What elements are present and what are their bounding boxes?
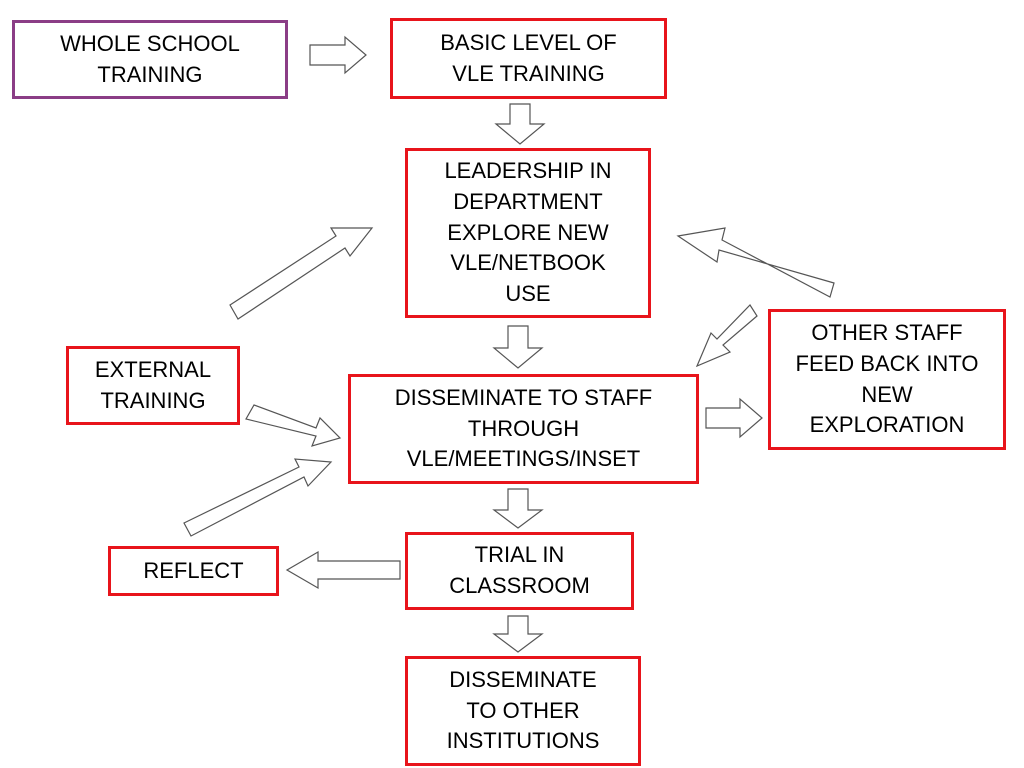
arrow-disseminate-to-trial [492, 488, 544, 529]
node-reflect: REFLECT [108, 546, 279, 596]
node-external-training: EXTERNAL TRAINING [66, 346, 240, 425]
node-whole-school-training: WHOLE SCHOOL TRAINING [12, 20, 288, 99]
arrow-trial-to-institutions [492, 615, 544, 653]
node-trial-in-classroom: TRIAL IN CLASSROOM [405, 532, 634, 610]
arrow-leadership-to-disseminate [492, 325, 544, 369]
arrow-trial-to-reflect [285, 550, 401, 590]
node-disseminate-to-other-institutions: DISSEMINATE TO OTHER INSTITUTIONS [405, 656, 641, 766]
arrow-disseminate-to-other-staff [705, 397, 763, 439]
arrow-external-to-disseminate [245, 404, 342, 447]
node-other-staff-feedback: OTHER STAFF FEED BACK INTO NEW EXPLORATI… [768, 309, 1006, 450]
node-disseminate-to-staff: DISSEMINATE TO STAFF THROUGH VLE/MEETING… [348, 374, 699, 484]
node-leadership-in-department: LEADERSHIP IN DEPARTMENT EXPLORE NEW VLE… [405, 148, 651, 318]
arrow-bottom-left-to-leadership [229, 227, 374, 320]
arrow-other-staff-to-disseminate [695, 304, 758, 368]
arrow-basic-level-to-leadership [494, 103, 546, 145]
node-basic-level-vle-training: BASIC LEVEL OF VLE TRAINING [390, 18, 667, 99]
arrow-other-staff-to-leadership [676, 227, 835, 298]
arrow-reflect-to-disseminate [183, 458, 333, 537]
arrow-whole-school-to-basic-level [309, 35, 367, 75]
